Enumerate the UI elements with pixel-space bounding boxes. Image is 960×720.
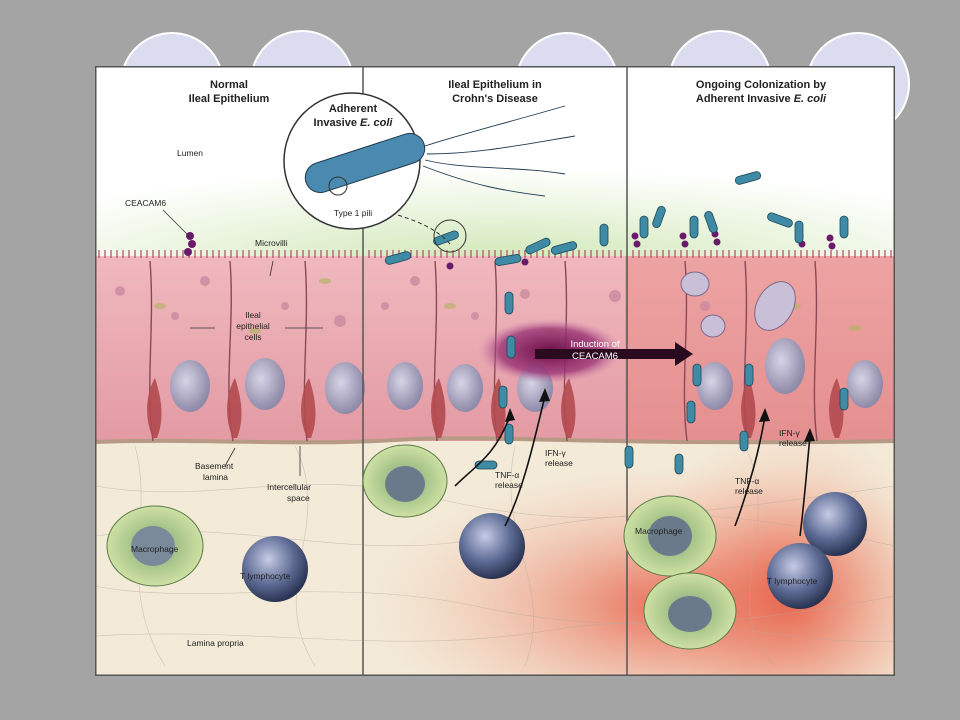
panel2-title-line2: Crohn's Disease bbox=[452, 93, 538, 105]
macrophage-label: Macrophage bbox=[131, 544, 179, 554]
cytokine-arrowheads bbox=[505, 388, 815, 442]
tnf3-label-1: TNF-α bbox=[735, 476, 759, 486]
ceacam6-label: CEACAM6 bbox=[125, 198, 166, 208]
ileal-cells-label-1: Ileal bbox=[245, 310, 261, 320]
microvilli bbox=[98, 250, 892, 258]
basement-lamina bbox=[95, 436, 895, 445]
ifn-label-2: release bbox=[545, 458, 573, 468]
induction-label-2: CEACAM6 bbox=[572, 351, 618, 362]
leader-lines bbox=[162, 209, 323, 476]
tnf-label-1: TNF-α bbox=[495, 470, 519, 480]
lumen-region bbox=[95, 126, 895, 266]
panel2-title-line1: Ileal Epithelium in bbox=[448, 79, 542, 91]
induction-arrow bbox=[535, 342, 693, 366]
ileal-cells-label-2: epithelial bbox=[236, 321, 270, 331]
ifn-label-1: IFN-γ bbox=[545, 448, 567, 458]
inset-magnification bbox=[283, 92, 576, 253]
immune-cells bbox=[106, 444, 867, 650]
intercellular-label-2: space bbox=[287, 493, 310, 503]
inset-pili-label: Type 1 pili bbox=[334, 208, 372, 218]
tnf3-label-2: release bbox=[735, 486, 763, 496]
t-lymphocyte-label: T lymphocyte bbox=[240, 571, 291, 581]
crohns-illustration: Normal Ileal Epithelium Ileal Epithelium… bbox=[95, 66, 895, 676]
intercellular-label-1: Intercellular bbox=[267, 482, 311, 492]
panel3-title-line2-text: Adherent Invasive bbox=[696, 93, 794, 105]
basement-label-1: Basement bbox=[195, 461, 234, 471]
adherent-bacteria bbox=[384, 171, 849, 475]
connective-fibers bbox=[95, 445, 895, 667]
panel3-title-line1: Ongoing Colonization by bbox=[696, 79, 827, 91]
inset-title-line2-text: Invasive bbox=[314, 117, 360, 129]
ifn3-label-1: IFN-γ bbox=[779, 428, 801, 438]
ifn3-label-2: release bbox=[779, 438, 807, 448]
bacterial-vacuoles bbox=[680, 271, 796, 338]
figure-border bbox=[95, 66, 895, 676]
inset-title-line2: Invasive E. coli bbox=[314, 117, 394, 129]
panel1-title-line2: Ileal Epithelium bbox=[189, 93, 270, 105]
panel3-title-line2-italic: E. coli bbox=[794, 93, 827, 105]
inset-title-line2-italic: E. coli bbox=[360, 117, 393, 129]
microvilli-label: Microvilli bbox=[255, 238, 288, 248]
t-lymphocyte-label-3: T lymphocyte bbox=[767, 576, 818, 586]
epithelial-nuclei bbox=[170, 338, 883, 414]
lamina-propria-label: Lamina propria bbox=[187, 638, 244, 648]
induction-label-1: Induction of bbox=[570, 339, 619, 350]
intercellular-spaces bbox=[147, 378, 844, 438]
ileal-cells-label-3: cells bbox=[244, 332, 261, 342]
inset-title-line1: Adherent bbox=[329, 103, 378, 115]
basement-label-2: lamina bbox=[203, 472, 228, 482]
panel3-title-line2: Adherent Invasive E. coli bbox=[696, 93, 827, 105]
cytokine-arrows bbox=[454, 395, 811, 537]
ceacam6-receptors bbox=[184, 230, 836, 270]
tnf-label-2: release bbox=[495, 480, 523, 490]
epithelium-inflamed bbox=[625, 256, 895, 441]
macrophage-label-3: Macrophage bbox=[635, 526, 683, 536]
panel1-title-line1: Normal bbox=[210, 79, 248, 91]
lumen-label: Lumen bbox=[177, 148, 203, 158]
